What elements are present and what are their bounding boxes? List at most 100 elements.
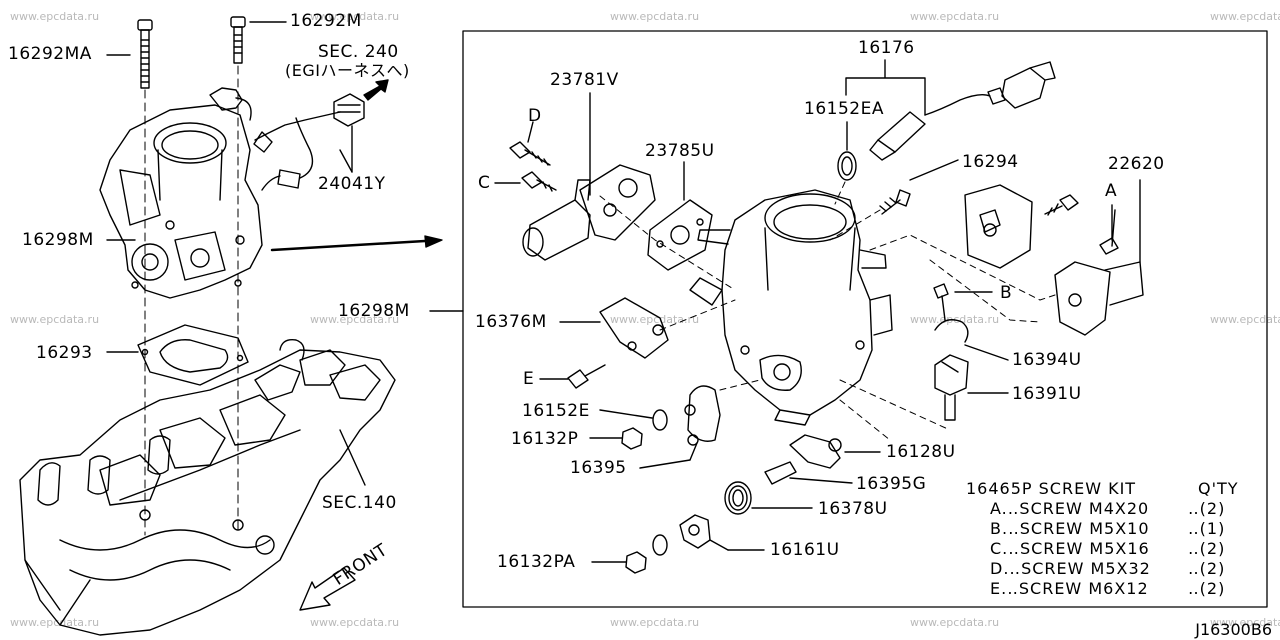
- connector: [253, 131, 273, 153]
- watermark: www.epcdata.ru: [1210, 10, 1280, 23]
- washer-16152e: [652, 409, 668, 431]
- figure-number: J16300B6: [1195, 620, 1272, 639]
- screw-kit-title: 16465P SCREW KIT: [966, 479, 1137, 498]
- direction-arrow: [363, 79, 389, 101]
- label-16152ea: 16152EA: [804, 99, 884, 119]
- bracket-16376m: [599, 297, 669, 359]
- label-16161u: 16161U: [770, 540, 840, 560]
- label-screw-b: B: [1000, 283, 1013, 303]
- watermark: www.epcdata.ru: [610, 10, 700, 23]
- watermark: www.epcdata.ru: [910, 616, 1000, 629]
- nut-16132pa: [625, 551, 647, 574]
- throttle-body-main: [689, 189, 893, 426]
- bracket-16128u: [789, 434, 842, 469]
- o-ring-16152ea: [837, 151, 857, 181]
- screw-kit-item: A.‥SCREW M4X20: [990, 499, 1150, 518]
- leader-line: [789, 477, 853, 484]
- label-22620: 22620: [1108, 154, 1165, 174]
- watermark: www.epcdata.ru: [10, 616, 100, 629]
- screw-kit-qty: ‥(2): [1188, 539, 1226, 558]
- nut-16132p: [621, 427, 643, 450]
- label-16152e: 16152E: [522, 401, 590, 421]
- injector-16176: [869, 61, 1056, 161]
- label-16128u: 16128U: [886, 442, 956, 462]
- screw-c: [521, 171, 557, 192]
- spring-16378u: [724, 481, 752, 515]
- label-sec240: SEC. 240: [318, 42, 399, 62]
- clip-16394u: [934, 319, 969, 343]
- label-16298m-box: 16298M: [338, 301, 410, 321]
- washer: [652, 534, 668, 556]
- label-16176: 16176: [858, 38, 915, 58]
- leader-line: [639, 459, 691, 469]
- label-screw-a: A: [1105, 181, 1118, 201]
- watermark: www.epcdata.ru: [310, 313, 400, 326]
- label-16293: 16293: [36, 343, 93, 363]
- gasket-16293: [137, 324, 249, 386]
- label-24041y: 24041Y: [318, 174, 386, 194]
- harness-connector-24041y: [333, 93, 365, 173]
- sensor-22620: [1054, 261, 1144, 336]
- leader-line: [689, 442, 698, 461]
- alignment-lines: [599, 181, 1056, 441]
- label-16395: 16395: [570, 458, 627, 478]
- label-16395g: 16395G: [856, 474, 927, 494]
- label-screw-d: D: [528, 106, 542, 126]
- screw-kit-item: D.‥SCREW M5X32: [990, 559, 1151, 578]
- reference-arrowhead: [424, 235, 443, 248]
- watermark: www.epcdata.ru: [10, 10, 100, 23]
- watermark: www.epcdata.ru: [310, 616, 400, 629]
- watermark: www.epcdata.ru: [310, 10, 400, 23]
- lever-16395: [684, 385, 721, 446]
- short-bolt-16292m: [230, 16, 246, 64]
- label-sec140: SEC.140: [322, 493, 397, 513]
- label-16391u: 16391U: [1012, 384, 1082, 404]
- screw-16294: [879, 189, 911, 215]
- intake-manifold: [19, 339, 396, 636]
- label-screw-e: E: [523, 369, 535, 389]
- screw-e: [567, 364, 606, 389]
- part-16161u: [679, 514, 711, 549]
- label-23781v: 23781V: [550, 70, 619, 90]
- screw-a: [1044, 194, 1079, 216]
- label-16294: 16294: [962, 152, 1019, 172]
- watermark: www.epcdata.ru: [910, 10, 1000, 23]
- iac-valve-23781v: [522, 164, 656, 261]
- leader-line: [709, 539, 729, 551]
- screw-kit-qty-header: Q'TY: [1198, 479, 1239, 498]
- screw-kit-item: E.‥SCREW M6X12: [990, 579, 1149, 598]
- watermark: www.epcdata.ru: [610, 313, 700, 326]
- connector: [209, 87, 243, 111]
- screw-b: [933, 283, 949, 321]
- screw-kit-qty: ‥(2): [1188, 579, 1226, 598]
- label-16298m-left: 16298M: [22, 230, 94, 250]
- leader-line: [599, 409, 653, 419]
- label-16394u: 16394U: [1012, 350, 1082, 370]
- connector: [277, 169, 301, 189]
- gasket-23785u: [647, 199, 713, 271]
- label-16132pa: 16132PA: [497, 552, 576, 572]
- sensor-16391u: [934, 354, 969, 421]
- label-16292ma: 16292MA: [8, 44, 92, 64]
- leader-line: [339, 149, 353, 173]
- label-16376m: 16376M: [475, 312, 547, 332]
- leader-line: [909, 159, 959, 181]
- screw-kit-item: B.‥SCREW M5X10: [990, 519, 1150, 538]
- leader-line: [964, 344, 1009, 361]
- screw-kit-qty: ‥(2): [1188, 499, 1226, 518]
- label-screw-c: C: [478, 173, 491, 193]
- watermark: www.epcdata.ru: [10, 313, 100, 326]
- watermark: www.epcdata.ru: [1210, 616, 1280, 629]
- screw-kit-qty: ‥(2): [1188, 559, 1226, 578]
- label-sec240-note: (EGIハーネスへ): [285, 61, 410, 80]
- detail-frame: [462, 30, 1268, 608]
- long-bolt-16292ma: [137, 19, 153, 89]
- reference-arrow: [270, 239, 427, 252]
- spacer-16395g: [764, 461, 797, 485]
- left-throttle-body: [99, 87, 341, 299]
- throttle-position-sensor: [964, 184, 1033, 269]
- front-arrow: [299, 567, 356, 611]
- leader-bracket: [845, 59, 926, 116]
